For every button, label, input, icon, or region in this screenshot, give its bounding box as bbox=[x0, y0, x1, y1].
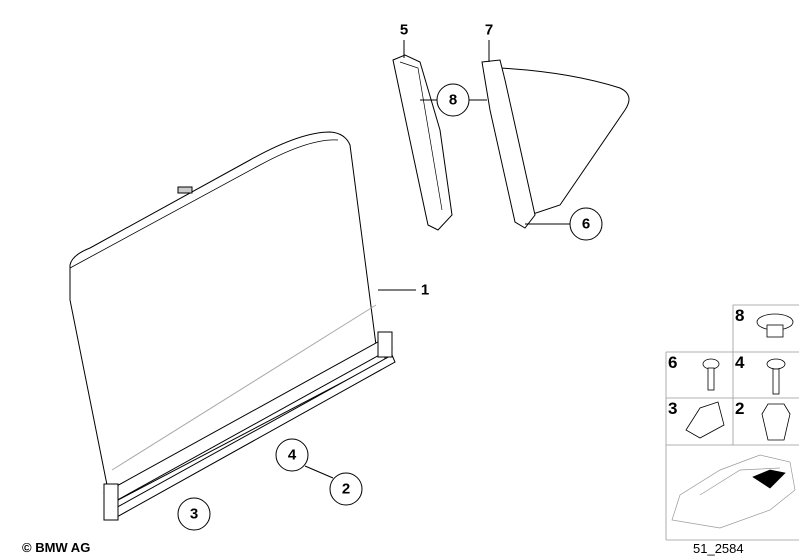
callout-1[interactable]: 1 bbox=[420, 281, 430, 299]
callout-circles bbox=[177, 83, 603, 531]
legend-label-6: 6 bbox=[668, 353, 678, 372]
legend-label-8: 8 bbox=[735, 306, 745, 325]
roller-bar bbox=[103, 331, 396, 521]
diagram-id: 51_2584 bbox=[693, 541, 744, 556]
legend-label-2: 2 bbox=[735, 399, 745, 418]
callout-5[interactable]: 5 bbox=[399, 21, 409, 39]
callout-6[interactable]: 6 bbox=[581, 215, 591, 233]
car-locator bbox=[671, 454, 796, 529]
parts-legend-grid bbox=[665, 304, 799, 541]
trim-strip bbox=[392, 54, 453, 231]
callout-4[interactable]: 4 bbox=[287, 446, 297, 464]
sun-blind-panel bbox=[69, 131, 386, 501]
leader-lines bbox=[304, 40, 570, 479]
callout-3[interactable]: 3 bbox=[189, 505, 199, 523]
legend-label-4: 4 bbox=[735, 353, 745, 372]
legend-label-3: 3 bbox=[668, 399, 678, 418]
legend-part-icons bbox=[685, 313, 794, 441]
callout-2[interactable]: 2 bbox=[341, 480, 351, 498]
callout-8[interactable]: 8 bbox=[448, 91, 458, 109]
callout-7[interactable]: 7 bbox=[484, 21, 494, 39]
copyright: © BMW AG bbox=[22, 540, 91, 555]
quarter-window bbox=[481, 59, 630, 229]
